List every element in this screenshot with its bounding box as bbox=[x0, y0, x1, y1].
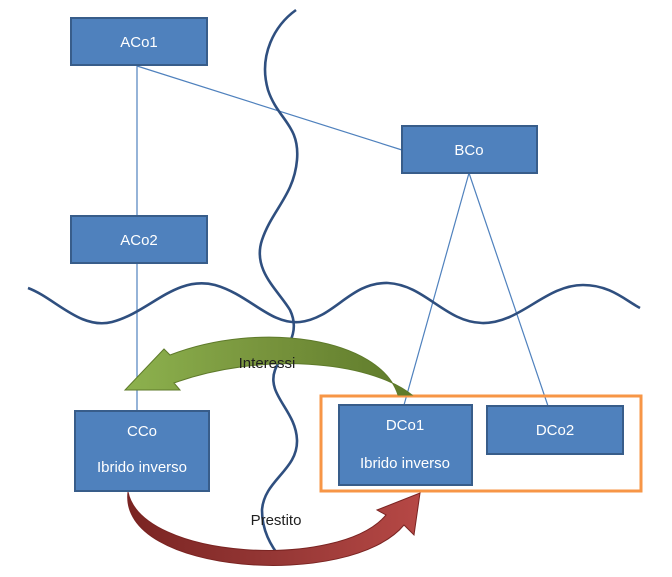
node-cco-sublabel: Ibrido inverso bbox=[97, 459, 187, 476]
node-dco2-label: DCo2 bbox=[536, 422, 574, 439]
node-dco1-label: DCo1 bbox=[386, 417, 424, 434]
node-aco2-label: ACo2 bbox=[120, 232, 158, 249]
node-dco1-box bbox=[338, 404, 473, 486]
prestito-arrow bbox=[127, 491, 421, 566]
connector-bco-dco1 bbox=[403, 172, 470, 406]
node-bco: BCo bbox=[401, 125, 538, 174]
node-aco1-box bbox=[70, 17, 208, 66]
interessi-arrow bbox=[123, 336, 414, 396]
node-cco-box bbox=[74, 410, 210, 492]
connector-bco-dco2 bbox=[468, 172, 549, 407]
node-aco1-label: ACo1 bbox=[120, 34, 158, 51]
node-dco1-sublabel: Ibrido inverso bbox=[360, 455, 450, 472]
vertical-wave-line bbox=[258, 8, 299, 561]
node-aco2: ACo2 bbox=[70, 215, 208, 264]
horizontal-wave-line bbox=[27, 281, 641, 325]
prestito-label: Prestito bbox=[251, 512, 302, 529]
node-bco-box bbox=[401, 125, 538, 174]
dco-group-box bbox=[319, 394, 643, 493]
node-aco2-box bbox=[70, 215, 208, 264]
node-bco-label: BCo bbox=[454, 142, 483, 159]
connectors bbox=[136, 65, 549, 411]
node-dco2: DCo2 bbox=[486, 405, 624, 455]
node-aco1: ACo1 bbox=[70, 17, 208, 66]
connector-aco1-bco bbox=[136, 65, 403, 151]
interessi-label: Interessi bbox=[239, 355, 296, 372]
node-dco2-box bbox=[486, 405, 624, 455]
node-cco-label: CCo bbox=[127, 423, 157, 440]
node-cco: CCo Ibrido inverso bbox=[74, 410, 210, 492]
node-dco1: DCo1 Ibrido inverso bbox=[338, 404, 473, 486]
